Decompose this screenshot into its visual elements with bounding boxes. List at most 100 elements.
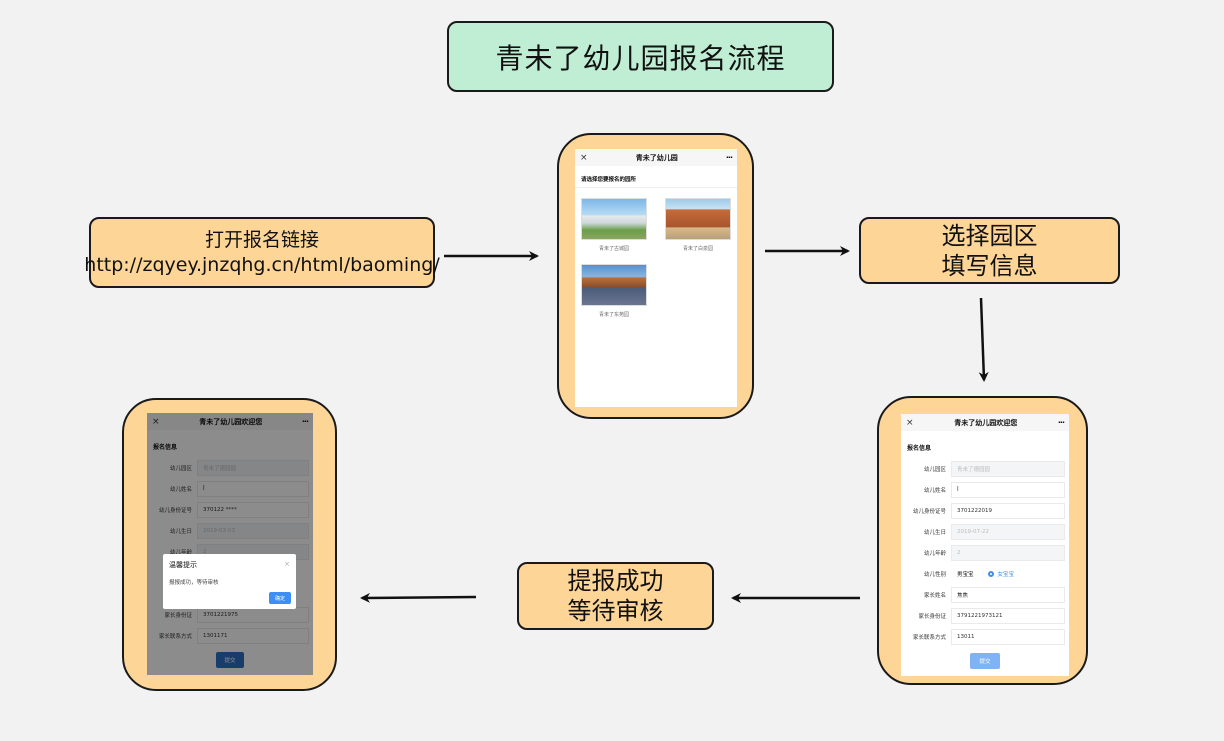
campus-card[interactable]: 青未了东苑园 xyxy=(581,264,647,318)
submit-button[interactable]: 提交 xyxy=(216,652,244,668)
modal-overlay xyxy=(147,413,313,675)
campus-image xyxy=(581,264,647,306)
screen-submit-success: × 青未了幼儿园欢迎您 ··· 报名信息 幼儿园区 青未了德园园 幼儿姓名 ꟾ … xyxy=(147,413,313,675)
more-icon[interactable]: ··· xyxy=(1057,418,1065,427)
more-icon[interactable]: ··· xyxy=(301,417,309,426)
form-row: 幼儿性别 男宝宝 女宝宝 xyxy=(901,563,1069,584)
campus-prompt: 请选择您要报名的园所 xyxy=(575,166,737,188)
nav-title: 青未了幼儿园欢迎您 xyxy=(199,417,263,426)
nav-bar: × 青未了幼儿园 ··· xyxy=(575,149,737,166)
field-label: 幼儿生日 xyxy=(169,528,192,535)
step-submit-success-line2: 等待审核 xyxy=(567,597,664,625)
campus-name: 青未了白泉园 xyxy=(682,246,713,252)
gender-option-boy[interactable]: 男宝宝 xyxy=(957,571,974,578)
form-row: 家长联系方式 13011 xyxy=(901,626,1069,647)
field-label: 家长身份证 xyxy=(918,613,946,620)
form-row: 幼儿身份证号 3701222019 xyxy=(901,500,1069,521)
radio-selected-icon[interactable] xyxy=(987,570,994,577)
child-birthday-field: 2019-03-03 xyxy=(197,522,309,539)
field-label: 幼儿园区 xyxy=(923,466,946,473)
form-row: 幼儿生日 2019-03-03 xyxy=(147,520,313,541)
field-label: 家长姓名 xyxy=(923,592,946,599)
phone-submit-success: × 青未了幼儿园欢迎您 ··· 报名信息 幼儿园区 青未了德园园 幼儿姓名 ꟾ … xyxy=(122,398,337,691)
campus-list: 青未了古城园 青未了白泉园 青未了东苑园 xyxy=(575,188,737,398)
field-label: 幼儿姓名 xyxy=(923,487,946,494)
form-row: 幼儿姓名 ꟾ xyxy=(901,479,1069,500)
child-id-input[interactable]: 3701222019 xyxy=(951,502,1065,519)
parent-phone-input[interactable]: 1301171 xyxy=(197,627,309,644)
field-label: 家长联系方式 xyxy=(912,634,946,641)
form-row: 家长姓名 焦焦 xyxy=(901,584,1069,605)
field-label: 家长身份证 xyxy=(164,612,192,619)
field-label: 幼儿身份证号 xyxy=(912,508,946,515)
campus-name: 青未了东苑园 xyxy=(598,312,629,318)
step-open-link-url: http://zqyey.jnzqhg.cn/html/baoming/ xyxy=(84,253,440,276)
field-label: 家长联系方式 xyxy=(158,633,192,640)
campus-field: 青未了德园园 xyxy=(197,459,309,476)
field-label: 幼儿生日 xyxy=(923,529,946,536)
phone-registration-form: × 青未了幼儿园欢迎您 ··· 报名信息 幼儿园区 青未了德园园 幼儿姓名 ꟾ … xyxy=(877,396,1088,685)
step-submit-success-line1: 提报成功 xyxy=(567,567,664,595)
field-label: 幼儿年龄 xyxy=(923,550,946,557)
dialog-message: 报报成功，等待审核 xyxy=(169,580,219,586)
campus-name: 青未了古城园 xyxy=(598,246,629,252)
field-label: 幼儿姓名 xyxy=(169,486,192,493)
parent-name-input[interactable]: 焦焦 xyxy=(951,586,1065,603)
success-dialog: 温馨提示 × 报报成功，等待审核 确定 xyxy=(163,554,296,609)
field-label: 幼儿园区 xyxy=(169,465,192,472)
phone-campus-select: × 青未了幼儿园 ··· 请选择您要报名的园所 青未了古城园 青未了白泉园 青未… xyxy=(557,133,754,419)
form-row: 幼儿姓名 ꟾ xyxy=(147,478,313,499)
form-row: 家长身份证 3791221973121 xyxy=(901,605,1069,626)
dialog-header: 温馨提示 × xyxy=(163,554,296,570)
campus-image xyxy=(665,198,731,240)
arrow-form-down xyxy=(978,297,989,382)
step-select-campus-line1: 选择园区 xyxy=(941,221,1038,250)
campus-card[interactable]: 青未了白泉园 xyxy=(665,198,731,252)
step-open-link: 打开报名链接 http://zqyey.jnzqhg.cn/html/baomi… xyxy=(84,217,440,288)
close-icon[interactable]: × xyxy=(152,416,160,427)
field-label: 幼儿性别 xyxy=(923,571,946,578)
confirm-button[interactable]: 确定 xyxy=(269,592,291,604)
form-row: 幼儿园区 青未了德园园 xyxy=(147,457,313,478)
campus-card[interactable]: 青未了古城园 xyxy=(581,198,647,252)
child-name-input[interactable]: ꟾ xyxy=(197,480,309,497)
nav-bar: × 青未了幼儿园欢迎您 ··· xyxy=(147,413,313,430)
nav-title: 青未了幼儿园欢迎您 xyxy=(954,418,1018,427)
form-row: 幼儿年龄 2 xyxy=(901,542,1069,563)
nav-bar: × 青未了幼儿园欢迎您 ··· xyxy=(901,414,1069,431)
child-age-field: 2 xyxy=(951,544,1065,561)
campus-field: 青未了德园园 xyxy=(951,460,1065,477)
form-row: 幼儿园区 青未了德园园 xyxy=(901,458,1069,479)
campus-image xyxy=(581,198,647,240)
form-section-title: 报名信息 xyxy=(907,445,932,452)
parent-id-input[interactable]: 3791221973121 xyxy=(951,607,1065,624)
close-icon[interactable]: × xyxy=(906,417,914,428)
form-row: 幼儿生日 2019-07-22 xyxy=(901,521,1069,542)
gender-radio-group: 男宝宝 女宝宝 xyxy=(951,570,1014,578)
nav-title: 青未了幼儿园 xyxy=(635,153,678,162)
gender-option-girl[interactable]: 女宝宝 xyxy=(997,571,1015,578)
arrow-success-to-result xyxy=(360,592,477,603)
step-select-campus: 选择园区 填写信息 xyxy=(859,217,1120,284)
flow-title: 青未了幼儿园报名流程 xyxy=(447,21,834,92)
field-label: 幼儿年龄 xyxy=(169,549,192,556)
child-name-input[interactable]: ꟾ xyxy=(951,481,1065,498)
more-icon[interactable]: ··· xyxy=(725,153,733,162)
child-id-input[interactable]: 370122 **** xyxy=(197,501,309,518)
screen-registration-form: × 青未了幼儿园欢迎您 ··· 报名信息 幼儿园区 青未了德园园 幼儿姓名 ꟾ … xyxy=(901,414,1069,676)
form-section-title: 报名信息 xyxy=(153,444,178,451)
field-label: 幼儿身份证号 xyxy=(158,507,192,514)
step-select-campus-line2: 填写信息 xyxy=(941,251,1038,280)
form-row: 幼儿身份证号 370122 **** xyxy=(147,499,313,520)
screen-campus-select: × 青未了幼儿园 ··· 请选择您要报名的园所 青未了古城园 青未了白泉园 青未… xyxy=(575,149,737,407)
step-open-link-label: 打开报名链接 xyxy=(204,228,319,251)
close-icon[interactable]: × xyxy=(284,560,290,568)
child-birthday-field: 2019-07-22 xyxy=(951,523,1065,540)
dialog-title: 温馨提示 xyxy=(169,561,197,569)
step-submit-success: 提报成功 等待审核 xyxy=(517,562,714,630)
close-icon[interactable]: × xyxy=(580,152,588,163)
form-row: 家长联系方式 1301171 xyxy=(147,625,313,646)
submit-button[interactable]: 提交 xyxy=(970,653,1000,669)
parent-phone-input[interactable]: 13011 xyxy=(951,628,1065,645)
